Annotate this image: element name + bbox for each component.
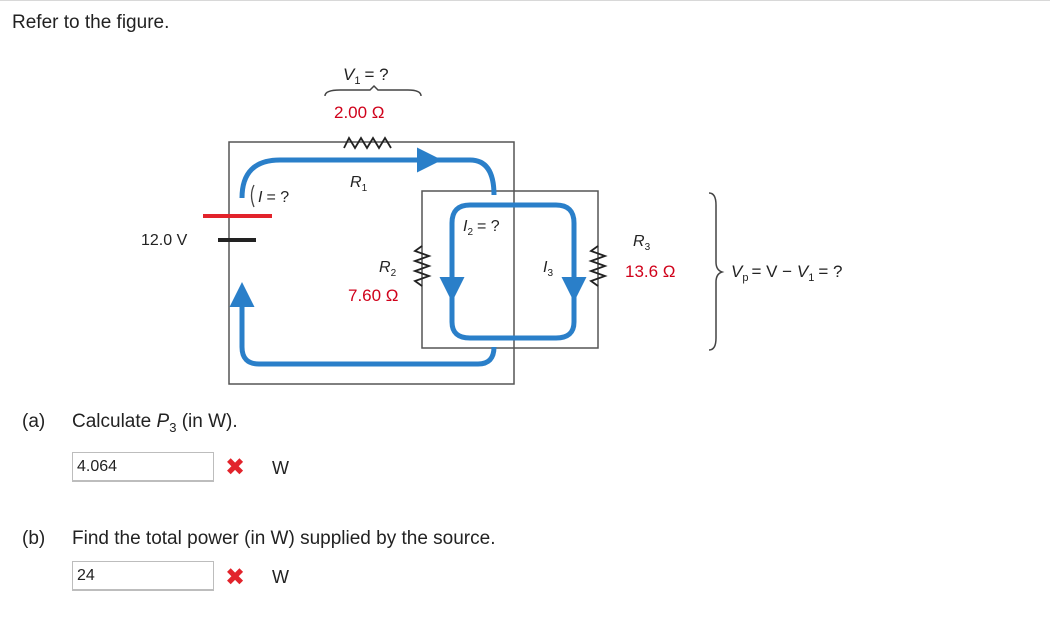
question-a-label: (a) xyxy=(22,411,46,432)
main-current-path xyxy=(239,157,497,367)
answer-a-unit: W xyxy=(272,458,289,478)
vp-brace xyxy=(708,192,725,351)
question-a-text-before: Calculate xyxy=(72,411,157,432)
answer-a-input[interactable] xyxy=(72,452,214,482)
source-voltage-label: 12.0 V xyxy=(141,232,188,249)
i-label: I= ? xyxy=(258,189,289,206)
question-a-symbol: P xyxy=(156,411,170,432)
r1-label: R1 xyxy=(350,174,368,194)
question-a-subscript: 3 xyxy=(169,419,177,435)
i-label-bracket xyxy=(250,184,255,208)
question-b-text: Find the total power (in W) supplied by … xyxy=(72,528,496,549)
r1-value: 2.00 Ω xyxy=(334,103,385,122)
v1-brace xyxy=(324,84,422,97)
r1-resistor xyxy=(343,136,392,150)
r3-label: R3 xyxy=(633,233,651,253)
wrong-x-icon: ✖ xyxy=(225,564,246,591)
r3-resistor xyxy=(588,245,608,287)
answer-b-input[interactable] xyxy=(72,561,214,591)
vp-label: Vp= V − V1= ? xyxy=(731,262,842,284)
v1-label: V1= ? xyxy=(343,65,389,87)
question-b: (b) Find the total power (in W) supplied … xyxy=(22,528,495,550)
r3-value: 13.6 Ω xyxy=(625,262,676,281)
r2-resistor xyxy=(412,245,432,287)
question-b-label: (b) xyxy=(22,528,46,549)
question-a-text-after: (in W). xyxy=(176,411,238,432)
r2-label: R2 xyxy=(379,259,397,279)
wrong-x-icon: ✖ xyxy=(225,454,246,481)
question-a: (a) Calculate P3 (in W). xyxy=(22,411,238,435)
top-divider xyxy=(0,0,1050,1)
branch-current-loop xyxy=(449,202,577,341)
parallel-branch-box xyxy=(421,190,599,349)
i2-label: I2= ? xyxy=(463,218,500,238)
i3-label: I3 xyxy=(543,259,553,279)
intro-text: Refer to the figure. xyxy=(12,12,170,33)
r2-value: 7.60 Ω xyxy=(348,286,399,305)
answer-b-unit: W xyxy=(272,567,289,587)
